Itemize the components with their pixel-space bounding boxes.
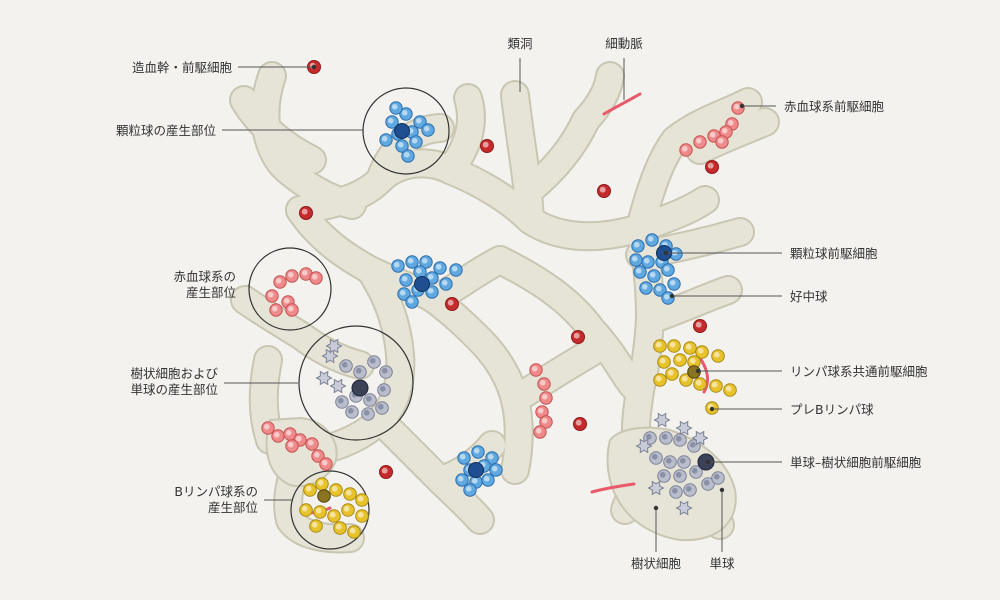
lymphoid-progenitor-cell <box>687 365 701 379</box>
granulocyte-progenitor-cell <box>468 462 484 478</box>
arteriole-vessel <box>602 92 642 116</box>
erythro-site-circle <box>248 247 332 331</box>
label-neutrophil: 好中球 <box>790 289 828 304</box>
dendritic-cell <box>691 430 709 446</box>
dendritic-cell <box>675 500 693 516</box>
label-mdp: 単球–樹状細胞前駆細胞 <box>790 455 922 470</box>
granulocyte-progenitor-cell <box>394 123 410 139</box>
label-dc-mono-site: 樹状細胞および単球の産生部位 <box>130 366 218 397</box>
label-hsc: 造血幹・前駆細胞 <box>132 60 233 75</box>
cells <box>261 60 745 539</box>
granulo-site-circle <box>362 87 450 175</box>
dendritic-cell <box>675 420 693 436</box>
dc-mono-site-circle <box>298 325 414 441</box>
b-site-circle <box>290 470 370 550</box>
label-granulo-prog: 顆粒球前駆細胞 <box>790 246 878 261</box>
dendritic-cell <box>329 378 347 394</box>
label-dendritic: 樹状細胞 <box>631 556 682 571</box>
label-monocyte: 単球 <box>709 556 735 571</box>
label-erythro-prog: 赤血球系前駆細胞 <box>784 99 885 114</box>
label-arteriole: 細動脈 <box>605 36 643 51</box>
dendritic-cell <box>653 412 671 428</box>
dendritic-cell <box>325 338 343 354</box>
label-clp: リンパ球系共通前駆細胞 <box>790 364 928 379</box>
dendritic-cell <box>635 438 653 454</box>
dendritic-cell <box>647 480 665 496</box>
lymphoid-progenitor-cell <box>317 489 331 503</box>
labels: 造血幹・前駆細胞 顆粒球の産生部位 赤血球系の産生部位 樹状細胞および単球の産生… <box>116 36 928 571</box>
site-circles <box>248 87 450 550</box>
label-b-site: Bリンパ球系の産生部位 <box>174 484 258 515</box>
label-sinusoid: 類洞 <box>507 36 532 51</box>
label-pre-b: プレBリンパ球 <box>790 402 874 417</box>
monocyte-dendritic-progenitor-cell <box>351 379 369 397</box>
granulocyte-progenitor-cell <box>414 276 430 292</box>
dendritic-cell <box>315 370 333 386</box>
label-granulo-site: 顆粒球の産生部位 <box>116 123 216 138</box>
leader-lines <box>222 58 782 552</box>
label-erythro-site: 赤血球系の産生部位 <box>173 269 236 300</box>
